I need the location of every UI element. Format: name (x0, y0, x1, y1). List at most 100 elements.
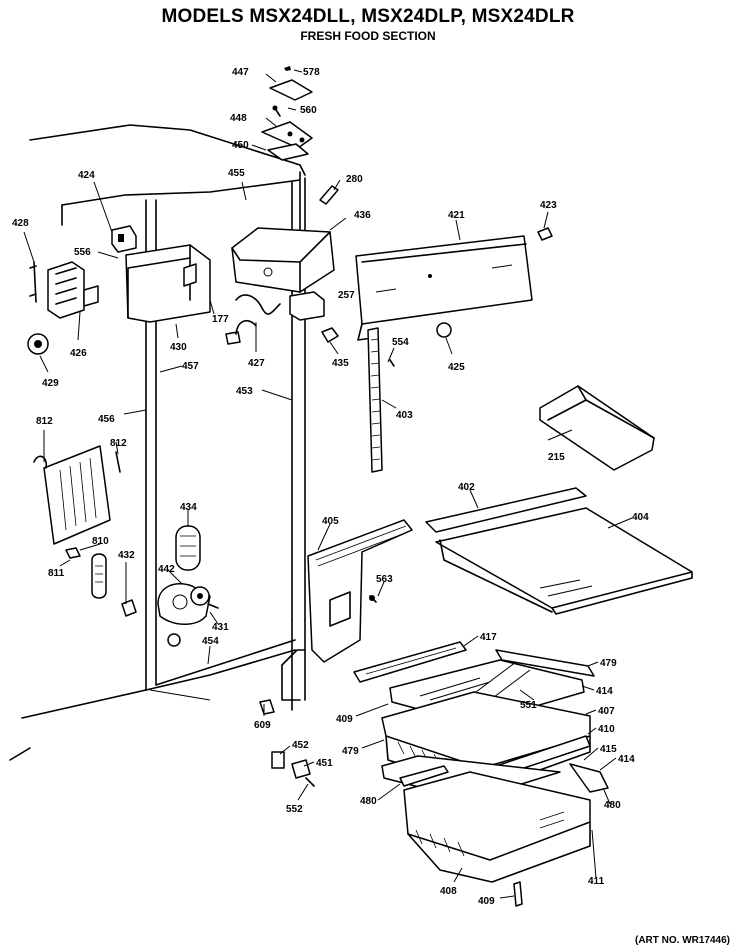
callout-453: 453 (236, 386, 253, 397)
callout-560: 560 (300, 105, 317, 116)
screw-552 (305, 777, 315, 787)
pad-409-bottom (513, 881, 523, 907)
callout-423: 423 (540, 200, 557, 211)
lens-432 (91, 553, 107, 599)
heater-panel-812 (33, 445, 121, 545)
callout-456: 456 (98, 414, 115, 425)
bracket-452 (271, 751, 285, 769)
cabinet-liner (9, 124, 306, 761)
rail-417 (353, 641, 467, 683)
screw-810-811 (65, 547, 81, 559)
bulb-429 (27, 333, 49, 355)
callout-479a: 479 (600, 658, 617, 669)
callout-428: 428 (12, 218, 29, 229)
callout-409a: 409 (336, 714, 353, 725)
shelf-402-404 (425, 487, 693, 615)
callout-431: 431 (212, 622, 229, 633)
callout-421: 421 (448, 210, 465, 221)
callout-448: 448 (230, 113, 247, 124)
callout-563: 563 (376, 574, 393, 585)
light-socket-426 (47, 261, 99, 319)
callout-430: 430 (170, 342, 187, 353)
crisper-pan-408 (403, 771, 591, 883)
callout-177: 177 (212, 314, 229, 325)
callout-812b: 812 (110, 438, 127, 449)
callout-556: 556 (74, 247, 91, 258)
callout-417: 417 (480, 632, 497, 643)
callout-402: 402 (458, 482, 475, 493)
callout-215: 215 (548, 452, 565, 463)
callout-552: 552 (286, 804, 303, 815)
diagram-subtitle: FRESH FOOD SECTION (300, 29, 436, 43)
switch-257 (289, 291, 325, 321)
callout-454: 454 (202, 636, 219, 647)
callout-407: 407 (598, 706, 615, 717)
callout-404: 404 (632, 512, 649, 523)
callout-429: 429 (42, 378, 59, 389)
callout-411: 411 (588, 876, 605, 887)
shelf-ladder-403 (367, 327, 395, 473)
callout-409b: 409 (478, 896, 495, 907)
callout-414a: 414 (596, 686, 613, 697)
control-housing-430 (125, 244, 211, 323)
callout-609: 609 (254, 720, 271, 731)
callout-labels: 447 578 448 560 450 280 455 424 436 421 … (12, 67, 649, 907)
callout-551: 551 (520, 700, 537, 711)
callout-405: 405 (322, 516, 339, 527)
callout-410: 410 (598, 724, 615, 735)
callout-811: 811 (48, 568, 65, 579)
callout-432: 432 (118, 550, 135, 561)
callout-414b: 414 (618, 754, 635, 765)
door-bin-215 (539, 385, 655, 471)
rail-414-480 (399, 763, 609, 793)
hinge-448 (261, 105, 313, 149)
callout-427: 427 (248, 358, 265, 369)
callout-403: 403 (396, 410, 413, 421)
callout-455: 455 (228, 168, 245, 179)
leader-lines (23, 69, 633, 899)
clip-428 (29, 261, 37, 303)
callout-442: 442 (158, 564, 175, 575)
callout-257: 257 (338, 290, 355, 301)
callout-578: 578 (303, 67, 320, 78)
knob-425 (436, 322, 452, 338)
rail-479-top (495, 649, 595, 677)
callout-435: 435 (332, 358, 349, 369)
callout-810: 810 (92, 536, 109, 547)
control-panel-421 (355, 235, 533, 341)
hinge-shim-450 (267, 143, 309, 161)
bulb-423 (537, 227, 553, 241)
cover-436 (231, 227, 335, 293)
switch-424 (111, 225, 137, 253)
callout-457: 457 (182, 361, 199, 372)
callout-415: 415 (600, 744, 617, 755)
diagram-title: MODELS MSX24DLL, MSX24DLP, MSX24DLR (161, 6, 575, 27)
bumper-609 (259, 699, 275, 715)
callout-408: 408 (440, 886, 457, 897)
callout-447: 447 (232, 67, 249, 78)
callout-424: 424 (78, 170, 95, 181)
callout-479b: 479 (342, 746, 359, 757)
hinge-cover-447 (269, 66, 313, 101)
callout-480a: 480 (360, 796, 377, 807)
callout-480b: 480 (604, 800, 621, 811)
callout-812a: 812 (36, 416, 53, 427)
bracket-451 (291, 759, 311, 779)
fan-431-blade (167, 633, 181, 647)
bulb-431 (121, 599, 137, 617)
callout-450: 450 (232, 140, 249, 151)
callout-436: 436 (354, 210, 371, 221)
callout-425: 425 (448, 362, 465, 373)
wire-harness-427 (225, 294, 281, 345)
art-number: (ART NO. WR17446) (634, 935, 730, 946)
callout-280: 280 (346, 174, 363, 185)
callout-434: 434 (180, 502, 197, 513)
callout-426: 426 (70, 348, 87, 359)
clip-435 (321, 327, 339, 343)
screw-563 (369, 595, 377, 603)
callout-452: 452 (292, 740, 309, 751)
callout-554: 554 (392, 337, 409, 348)
grommet-434 (175, 525, 201, 571)
thermostat-bulb-280 (319, 185, 339, 205)
